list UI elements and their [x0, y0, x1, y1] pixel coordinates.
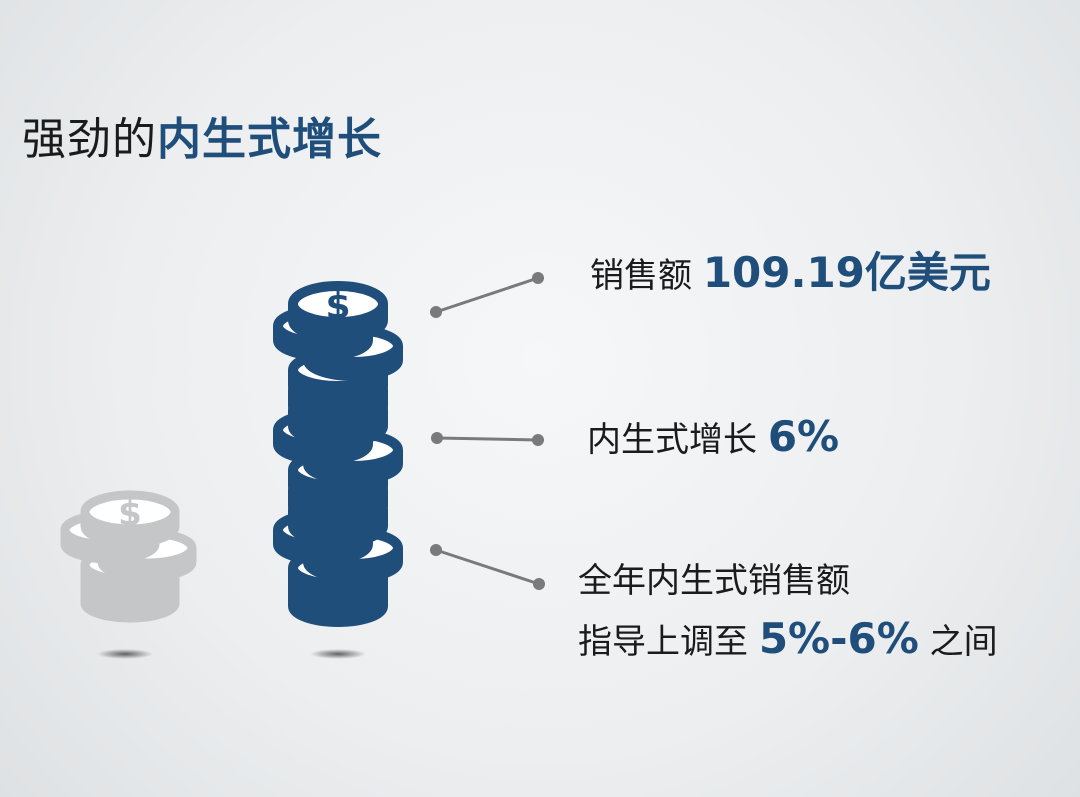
stat-suffix: 之间 — [918, 622, 998, 662]
small-coin-stack-icon: $ — [60, 490, 197, 659]
connector-growth — [431, 432, 544, 446]
coin-shadow — [310, 649, 366, 659]
stat-line-1: 全年内生式销售额 — [578, 561, 850, 601]
connector-guidance — [430, 544, 545, 590]
connector-sales — [430, 272, 544, 318]
stat-label: 指导上调至 — [578, 622, 759, 662]
stat-organic-growth: 内生式增长 6% — [587, 414, 839, 463]
stat-label: 销售额 — [590, 256, 703, 296]
dollar-sign-icon: $ — [325, 286, 350, 327]
title-highlight: 内生式增长 — [157, 114, 382, 165]
stat-value: 5%-6% — [758, 614, 919, 663]
title-prefix: 强劲的 — [22, 114, 157, 165]
stat-value: 6% — [767, 412, 840, 461]
main-coin-stack-icon: $ — [273, 281, 403, 659]
dollar-sign-icon: $ — [118, 494, 142, 534]
coin-shadow — [97, 649, 153, 659]
stat-value: 109.19亿美元 — [702, 248, 991, 297]
stat-label: 内生式增长 — [587, 420, 768, 460]
stat-line-2: 指导上调至 5%-6% 之间 — [578, 610, 998, 671]
page-title: 强劲的内生式增长 — [22, 112, 382, 168]
stat-sales: 销售额 109.19亿美元 — [590, 250, 991, 299]
stat-guidance: 全年内生式销售额 指导上调至 5%-6% 之间 — [578, 552, 998, 671]
